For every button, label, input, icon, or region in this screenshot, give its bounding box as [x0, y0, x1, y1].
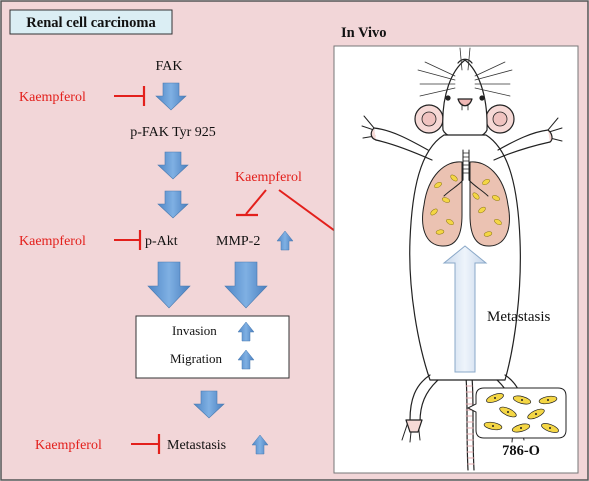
metastasis-invivo-label: Metastasis: [487, 309, 550, 325]
mouse-arm-right: [497, 129, 549, 151]
kaempferol-label-2: Kaempferol: [19, 234, 86, 249]
diagram-title: Renal cell carcinoma: [26, 15, 156, 31]
kaempferol-label-1: Kaempferol: [19, 90, 86, 105]
mouse-leg-left: [409, 374, 431, 421]
pakt-label: p-Akt: [145, 234, 178, 249]
pfak-label: p-FAK Tyr 925: [130, 125, 216, 140]
mouse-arm-left: [373, 127, 429, 151]
lung-tumor-cells: [430, 174, 502, 237]
kaempferol-label-4: Kaempferol: [35, 438, 102, 453]
kaempferol-label-3: Kaempferol: [235, 170, 302, 185]
title-box: [9, 9, 173, 35]
mmp2-label: MMP-2: [216, 234, 260, 249]
in-vivo-label: In Vivo: [341, 25, 387, 41]
invasion-label: Invasion: [172, 323, 217, 338]
inhibit-line-3: [245, 189, 267, 215]
cell-line-label: 786-O: [502, 443, 540, 459]
invasion-migration-box: [135, 315, 290, 379]
mouse-tail: [465, 377, 469, 471]
fak-label: FAK: [156, 59, 183, 74]
migration-label: Migration: [170, 351, 222, 366]
metastasis-up-arrow-invivo: [442, 245, 488, 373]
metastasis-label: Metastasis: [167, 438, 226, 453]
